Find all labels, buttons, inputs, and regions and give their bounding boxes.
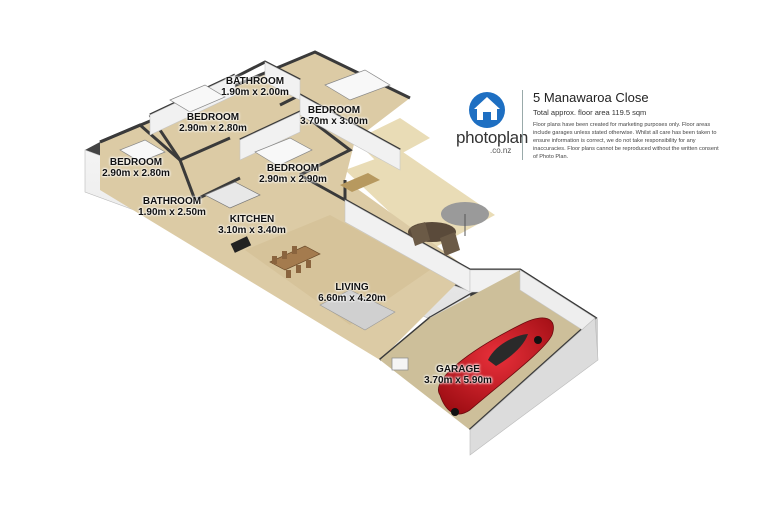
car (438, 317, 554, 416)
dining-table (269, 245, 321, 278)
brand-domain: .co.nz (490, 146, 512, 155)
house-floor (100, 52, 470, 360)
garage-appliance (391, 357, 409, 371)
house-icon (469, 92, 505, 128)
beds (119, 69, 391, 167)
outdoor-furniture (340, 173, 489, 256)
divider (522, 90, 523, 160)
listing-info: 5 Manawaroa Close Total approx. floor ar… (533, 90, 723, 161)
disclaimer: Floor plans have been created for market… (533, 122, 719, 160)
listing-address: 5 Manawaroa Close (533, 90, 649, 105)
kitchen-bench (204, 181, 261, 253)
floor-area: Total approx. floor area 119.5 sqm (533, 108, 647, 117)
living-rug (319, 289, 396, 331)
brand-name: photoplan (456, 128, 528, 147)
